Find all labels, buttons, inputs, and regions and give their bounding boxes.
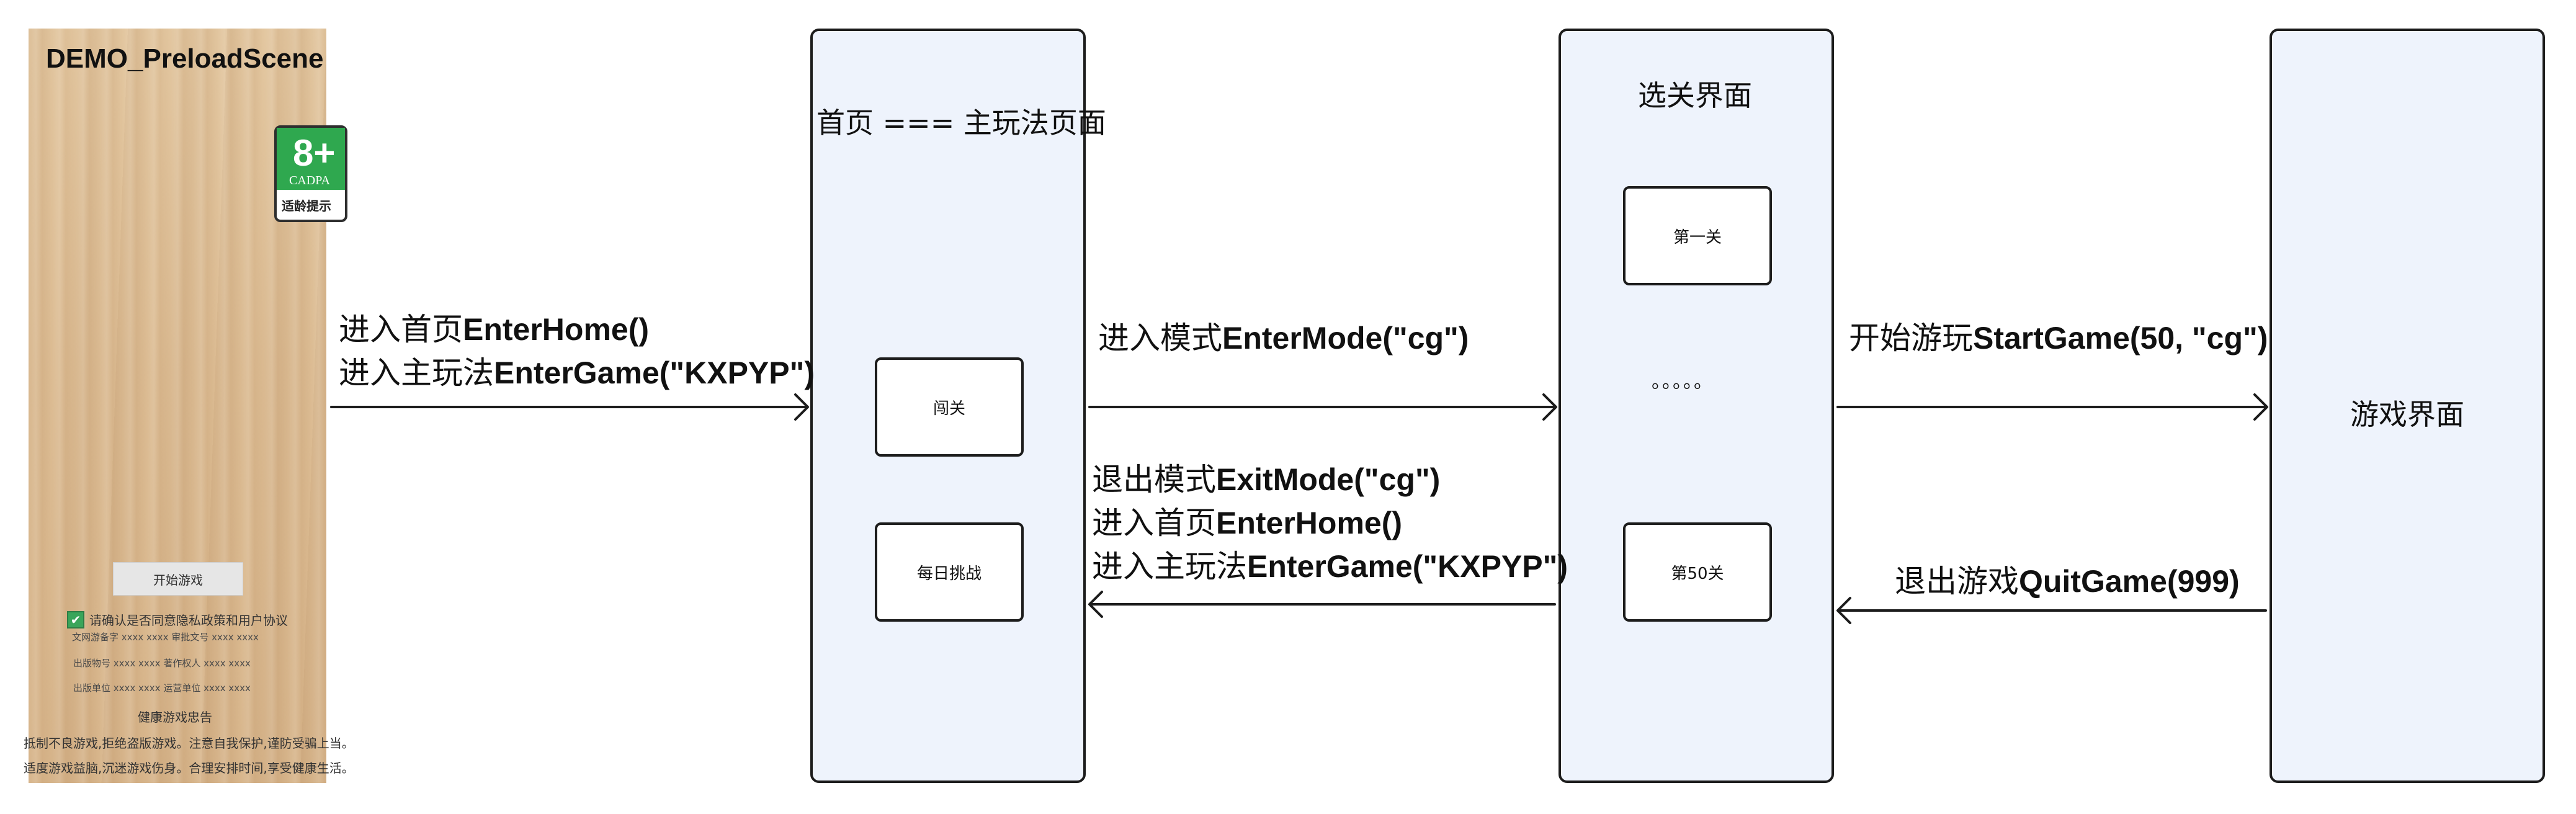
- label-text: 进入首页: [1092, 505, 1216, 541]
- age-rating-badge: 8+ CADPA 适龄提示: [274, 125, 347, 222]
- label-code: EnterGame("KXPYP"): [1247, 549, 1568, 584]
- agreement-text: 请确认是否同意隐私政策和用户协议: [89, 613, 288, 628]
- preload-scene-title: DEMO_PreloadScene: [46, 43, 324, 74]
- health-advice-line: 适度游戏益脑,沉迷游戏伤身。合理安排时间,享受健康生活。: [24, 761, 354, 776]
- label-enter-mode: 进入模式EnterMode("cg"): [1098, 323, 1469, 354]
- label-start-game: 开始游玩StartGame(50, "cg"): [1849, 323, 2268, 354]
- level-select-box: 选关界面 第一关 。。。。。 第50关: [1559, 29, 1834, 783]
- info-line: 出版单位 xxxx xxxx 运营单位 xxxx xxxx: [73, 682, 251, 694]
- challenge-mode-box[interactable]: 闯关: [875, 357, 1024, 457]
- home-page-box: 首页 === 主玩法页面 闯关 每日挑战: [810, 29, 1106, 783]
- age-rating-org: CADPA: [289, 174, 330, 187]
- preload-scene-screenshot: DEMO_PreloadScene 8+ CADPA 适龄提示 开始游戏 ✔ 请…: [24, 29, 354, 783]
- label-text: 退出游戏: [1895, 563, 2019, 599]
- home-page-title: 首页 === 主玩法页面: [816, 106, 1106, 140]
- label-enter-game-2: 进入主玩法EnterGame("KXPYP"): [1092, 551, 1568, 582]
- label-code: EnterHome(): [1216, 506, 1403, 540]
- agreement-row[interactable]: ✔ 请确认是否同意隐私政策和用户协议: [67, 610, 288, 628]
- age-rating-tip: 适龄提示: [282, 199, 331, 213]
- label-code: QuitGame(999): [2019, 564, 2240, 599]
- checkbox-checked-icon[interactable]: ✔: [67, 610, 84, 628]
- daily-challenge-box[interactable]: 每日挑战: [875, 522, 1024, 622]
- health-advice-title: 健康游戏忠告: [138, 710, 212, 725]
- game-screen-box: 游戏界面: [2270, 29, 2545, 783]
- label-code: EnterGame("KXPYP"): [494, 356, 815, 390]
- label-code: EnterMode("cg"): [1222, 321, 1469, 356]
- level-50-box[interactable]: 第50关: [1623, 522, 1772, 622]
- level-ellipsis: 。。。。。: [1652, 371, 1714, 393]
- level-1-box[interactable]: 第一关: [1623, 186, 1772, 285]
- level-select-title: 选关界面: [1638, 79, 1752, 112]
- label-text: 进入首页: [339, 311, 463, 347]
- label-enter-home-2: 进入首页EnterHome(): [1092, 508, 1402, 539]
- label-code: StartGame(50, "cg"): [1973, 321, 2268, 356]
- label-text: 退出模式: [1092, 462, 1216, 498]
- label-exit-mode: 退出模式ExitMode("cg"): [1092, 464, 1440, 495]
- age-rating-number: 8+: [293, 132, 336, 174]
- label-enter-game: 进入主玩法EnterGame("KXPYP"): [339, 357, 815, 388]
- label-enter-home: 进入首页EnterHome(): [339, 314, 649, 345]
- label-text: 开始游玩: [1849, 320, 1973, 356]
- label-code: EnterHome(): [463, 312, 650, 347]
- game-screen-title: 游戏界面: [2350, 398, 2464, 431]
- label-quit-game: 退出游戏QuitGame(999): [1895, 566, 2240, 597]
- info-line: 文网游备字 xxxx xxxx 审批文号 xxxx xxxx: [72, 632, 259, 643]
- label-code: ExitMode("cg"): [1216, 462, 1441, 497]
- start-game-button[interactable]: 开始游戏: [113, 562, 243, 596]
- label-text: 进入主玩法: [339, 355, 494, 391]
- label-text: 进入模式: [1098, 320, 1222, 356]
- health-advice-line: 抵制不良游戏,拒绝盗版游戏。注意自我保护,谨防受骗上当。: [24, 736, 354, 751]
- info-line: 出版物号 xxxx xxxx 著作权人 xxxx xxxx: [73, 658, 251, 669]
- label-text: 进入主玩法: [1092, 548, 1247, 584]
